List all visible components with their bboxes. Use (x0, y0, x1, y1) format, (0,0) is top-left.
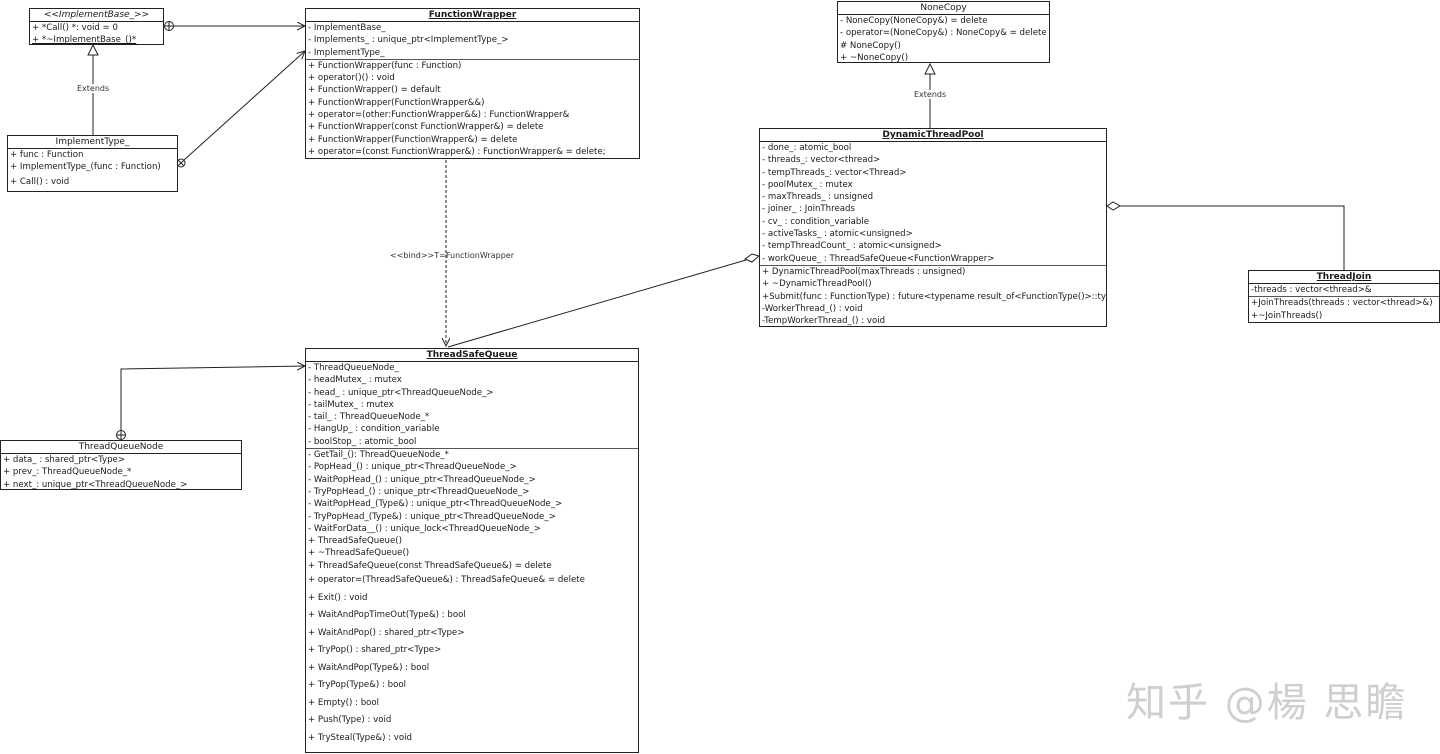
operation-row: + TrySteal(Type&) : void (308, 732, 412, 743)
nesting-link-threadqueuenode (120, 366, 305, 431)
attribute-row: - tempThreads_: vector<Thread> (762, 167, 907, 178)
class-nonecopy[interactable]: NoneCopy - NoneCopy(NoneCopy&) = delete … (837, 1, 1050, 63)
attribute-row: - activeTasks_ : atomic<unsigned> (762, 229, 913, 240)
class-threadsafequeue[interactable]: ThreadSafeQueue - ThreadQueueNode_ - hea… (305, 348, 639, 753)
class-title: NoneCopy (838, 2, 1049, 15)
member-row: + *~ImplementBase_()* (32, 35, 137, 46)
attribute-row: - Implements_ : unique_ptr<ImplementType… (308, 35, 509, 46)
operation-row: +Submit(func : FunctionType) : future<ty… (762, 291, 1106, 302)
operation-row: + FunctionWrapper() = default (308, 85, 441, 96)
operation-row: + operator=(const FunctionWrapper&) : Fu… (308, 146, 606, 157)
operation-row: +JoinThreads(threads : vector<thread>&) (1251, 298, 1433, 309)
attribute-row: - HangUp_ : condition_variable (308, 424, 440, 435)
member-row: + prev_: ThreadQueueNode_* (3, 467, 132, 478)
operation-row: + TryPop() : shared_ptr<Type> (308, 645, 442, 656)
operation-row: + WaitAndPop() : shared_ptr<Type> (308, 627, 465, 638)
attribute-row: -threads : vector<thread>& (1251, 285, 1372, 295)
aggregation-line-queue (447, 259, 747, 348)
operation-row: - WaitPopHead_() : unique_ptr<ThreadQueu… (308, 474, 536, 485)
class-dynamicthreadpool[interactable]: DynamicThreadPool - done_: atomic_bool -… (759, 128, 1107, 327)
class-title: ThreadJoin (1249, 271, 1439, 284)
class-title: ImplementType_ (8, 136, 177, 149)
bind-label: <<bind>>T=FunctionWrapper (390, 251, 514, 260)
aggregation-diamond-icon (1106, 201, 1122, 211)
member-row: + *Call() *: void = 0 (32, 23, 118, 33)
member-row: + ~NoneCopy() (840, 52, 909, 63)
operation-row: + operator=(ThreadSafeQueue&) : ThreadSa… (308, 575, 585, 586)
member-row: - NoneCopy(NoneCopy&) = delete (840, 16, 988, 26)
class-functionwrapper[interactable]: FunctionWrapper - ImplementBase_ - Imple… (305, 8, 640, 159)
operation-row: - GetTail_(): ThreadQueueNode_* (308, 450, 449, 461)
operation-row: + Exit() : void (308, 592, 368, 603)
operation-row: -TempWorkerThread_() : void (762, 316, 886, 327)
operation-row: - WaitPopHead_(Type&) : unique_ptr<Threa… (308, 499, 563, 510)
operation-row: + FunctionWrapper(FunctionWrapper&) = de… (308, 134, 518, 145)
generalization-arrow-icon (87, 43, 99, 56)
class-implementtype[interactable]: ImplementType_ + func : Function + Imple… (7, 135, 178, 192)
class-threadjoin[interactable]: ThreadJoin -threads : vector<thread>& +J… (1248, 270, 1440, 323)
attribute-row: - head_ : unique_ptr<ThreadQueueNode_> (308, 387, 494, 398)
attribute-row: - boolStop_ : atomic_bool (308, 436, 417, 447)
attribute-row: - cv_ : condition_variable (762, 216, 869, 227)
operation-row: + ~DynamicThreadPool() (762, 279, 872, 290)
operation-row: + TryPop(Type&) : bool (308, 680, 406, 691)
attribute-row: - poolMutex_ : mutex (762, 179, 853, 190)
attribute-row: - maxThreads_ : unsigned (762, 192, 874, 203)
operation-row: + WaitAndPopTimeOut(Type&) : bool (308, 610, 466, 621)
class-title: DynamicThreadPool (760, 129, 1106, 142)
operation-row: - WaitForData__() : unique_lock<ThreadQu… (308, 523, 541, 534)
attribute-row: - headMutex_ : mutex (308, 375, 402, 386)
attribute-row: - threads_: vector<thread> (762, 155, 881, 166)
member-row: - operator=(NoneCopy&) : NoneCopy& = del… (840, 28, 1047, 39)
attribute-row: + func : Function (10, 150, 84, 160)
operation-row: + ThreadSafeQueue(const ThreadSafeQueue&… (308, 560, 552, 571)
class-threadqueuenode[interactable]: ThreadQueueNode + data_ : shared_ptr<Typ… (0, 440, 242, 490)
operation-row: + Push(Type) : void (308, 715, 392, 726)
attribute-row: - joiner_ : JoinThreads (762, 204, 855, 215)
attribute-row: - tail_ : ThreadQueueNode_* (308, 412, 430, 423)
extends-label: Extends (914, 90, 947, 99)
operation-row: + Empty() : bool (308, 697, 380, 708)
attribute-row: - ThreadQueueNode_ (308, 363, 399, 373)
attribute-row: - ImplementType_ (308, 47, 385, 58)
attribute-row: - tempThreadCount_ : atomic<unsigned> (762, 241, 942, 252)
operation-row: + Call() : void (10, 176, 70, 187)
class-title: ThreadSafeQueue (306, 349, 638, 362)
class-implementbase[interactable]: <<ImplementBase_>> + *Call() *: void = 0… (29, 8, 164, 45)
operation-row: -WorkerThread_() : void (762, 303, 863, 314)
watermark: 知乎 @楊 思瞻 (1126, 680, 1408, 726)
member-row: + next_: unique_ptr<ThreadQueueNode_> (3, 479, 188, 490)
extends-label: Extends (77, 84, 110, 93)
attribute-row: - ImplementBase_ (308, 23, 386, 33)
operation-row: + ThreadSafeQueue() (308, 536, 402, 547)
aggregation-line-threadjoin (1120, 205, 1345, 270)
attribute-row: - workQueue_ : ThreadSafeQueue<FunctionW… (762, 253, 995, 264)
operation-row: + DynamicThreadPool(maxThreads : unsigne… (762, 266, 966, 277)
operation-row: - TryPopHead_(Type&) : unique_ptr<Thread… (308, 511, 556, 522)
class-title: FunctionWrapper (306, 9, 639, 22)
attribute-row: - done_: atomic_bool (762, 143, 852, 153)
member-row: # NoneCopy() (840, 40, 901, 51)
operation-row: + FunctionWrapper(func : Function) (308, 60, 462, 71)
class-title: ThreadQueueNode (1, 441, 241, 454)
aggregation-diamond-icon (743, 253, 761, 263)
attribute-row: - tailMutex_ : mutex (308, 399, 394, 410)
operation-row: + FunctionWrapper(FunctionWrapper&&) (308, 97, 485, 108)
operation-row: - PopHead_() : unique_ptr<ThreadQueueNod… (308, 462, 517, 473)
member-row: + data_ : shared_ptr<Type> (3, 455, 126, 465)
operation-row: + operator=(other:FunctionWrapper&&) : F… (308, 110, 570, 121)
operation-row: - TryPopHead_() : unique_ptr<ThreadQueue… (308, 486, 530, 497)
operation-row: + operator()() : void (308, 73, 395, 84)
operation-row: +~JoinThreads() (1251, 310, 1323, 321)
generalization-arrow-icon (924, 62, 936, 75)
class-title: <<ImplementBase_>> (30, 9, 163, 22)
operation-row: + ~ThreadSafeQueue() (308, 548, 410, 559)
operation-row: + WaitAndPop(Type&) : bool (308, 662, 430, 673)
operation-row: + FunctionWrapper(const FunctionWrapper&… (308, 122, 544, 133)
attribute-row: + ImplementType_(func : Function) (10, 162, 161, 173)
nesting-link-implementtype (183, 51, 305, 161)
